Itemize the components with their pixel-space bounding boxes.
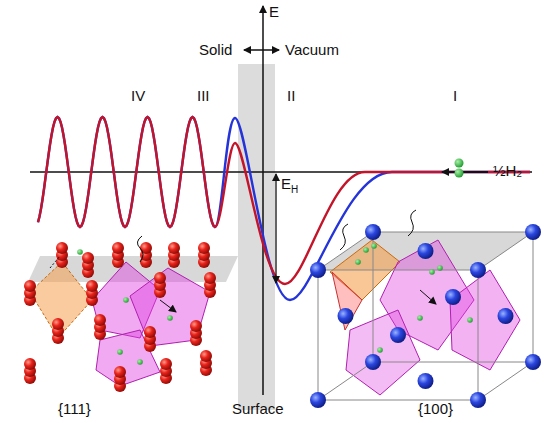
hydrogen-atom: [417, 315, 423, 321]
blue-atom: [418, 373, 434, 389]
blue-atom: [470, 392, 486, 408]
blue-atom: [525, 224, 541, 240]
facet-label: {100}: [418, 401, 453, 416]
hydrogen-atom: [123, 297, 129, 303]
surface-band: [238, 64, 275, 410]
red-atom: [52, 318, 64, 330]
energy-label: E: [281, 176, 291, 191]
energy-subscript: H: [291, 185, 298, 195]
region-label: Solid: [199, 42, 232, 57]
red-atom: [140, 242, 152, 254]
red-atom: [144, 326, 156, 338]
red-atom: [190, 320, 202, 332]
red-atom: [24, 358, 36, 370]
energy-axis: [262, 6, 264, 395]
red-atom: [198, 242, 210, 254]
hydrogen-atom: [363, 247, 369, 253]
region-label: Vacuum: [285, 42, 339, 57]
region-number: IV: [131, 88, 145, 103]
red-atom: [24, 280, 36, 292]
red-atom: [86, 280, 98, 292]
blue-atom: [445, 289, 461, 305]
surface-label: Surface: [232, 401, 284, 416]
hydrogen-atom: [117, 349, 123, 355]
red-atom: [204, 272, 216, 284]
incoming-arrow: [442, 171, 488, 173]
blue-atom: [498, 308, 514, 324]
red-atom: [114, 366, 126, 378]
blue-atom: [390, 327, 406, 343]
hydrogen-atom: [429, 269, 435, 275]
blue-atom: [338, 308, 354, 324]
blue-atom: [310, 262, 326, 278]
adsorption-energy-arrow: [275, 174, 276, 283]
hydrogen-atom: [437, 265, 443, 271]
blue-atom: [365, 354, 381, 370]
red-atom: [168, 242, 180, 254]
region-number: III: [197, 88, 210, 103]
region-number: II: [287, 88, 295, 103]
red-atom: [112, 242, 124, 254]
blue-atom: [418, 243, 434, 259]
region-number: I: [453, 88, 457, 103]
hydrogen-atom: [167, 315, 173, 321]
red-atom: [160, 358, 172, 370]
hydrogen-atom: [377, 347, 383, 353]
blue-atom: [470, 262, 486, 278]
hydrogen-atom: [467, 317, 473, 323]
red-atom: [82, 252, 94, 264]
lattice-111: [24, 236, 238, 392]
red-atom: [200, 350, 212, 362]
hydrogen-atom: [371, 243, 377, 249]
axis-label: E: [269, 4, 279, 19]
direction-arrow: [244, 49, 279, 50]
blue-atom: [365, 224, 381, 240]
facet-label: {111}: [58, 401, 91, 416]
red-atom: [154, 272, 166, 284]
blue-atom: [525, 354, 541, 370]
red-atom: [56, 242, 68, 254]
hydrogen-atom: [137, 359, 143, 365]
lattice-100: [310, 210, 541, 408]
hydrogen-atom: [77, 249, 83, 255]
hydrogen-atom: [355, 259, 361, 265]
blue-atom: [310, 392, 326, 408]
molecule-label: ½H₂: [493, 163, 522, 178]
h2-molecule: [455, 159, 464, 178]
red-atom: [94, 314, 106, 326]
